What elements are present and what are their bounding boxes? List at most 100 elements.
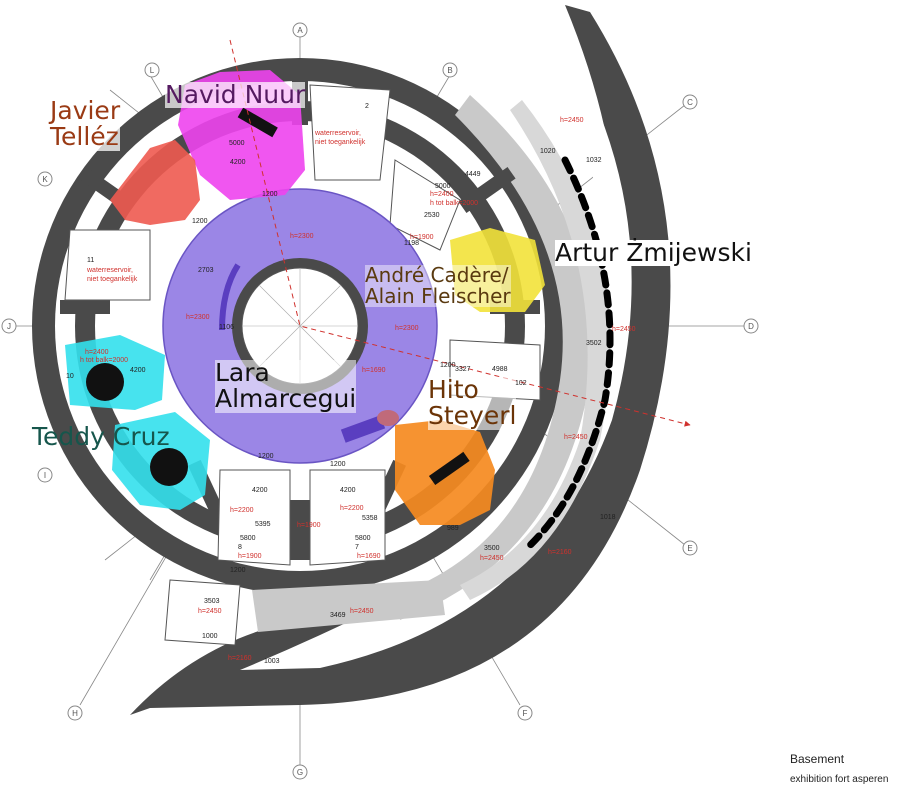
dim-label: 7 (355, 544, 359, 551)
dim-label: 8 (238, 544, 242, 551)
section-line (229, 39, 691, 427)
dim-label: h=2300 (290, 233, 314, 240)
dim-label: 989 (447, 525, 459, 532)
artist-label-lara-almarcegui: Lara Almarcegui (215, 358, 357, 414)
dim-label: 4988 (492, 366, 508, 373)
dim-label: 5395 (255, 521, 271, 528)
axis-label-d: D (748, 322, 754, 331)
axis-label-j: J (7, 322, 11, 331)
dim-label: h=2300 (395, 325, 419, 332)
axis-marker-j: J (1, 318, 17, 334)
artist-label-andre-cadere: André Cadère/ Alain Fleischer (365, 263, 511, 308)
axis-marker-d: D (743, 318, 759, 334)
dim-label: 3502 (586, 340, 602, 347)
axis-marker-g: G (292, 764, 308, 780)
axis-label-h: H (72, 709, 78, 718)
dim-label: 4200 (252, 487, 268, 494)
dim-label: h tot balk=2000 (430, 200, 478, 207)
dim-label: 3500 (484, 545, 500, 552)
zone-andre-cadere (450, 228, 545, 312)
corridors (252, 95, 611, 632)
dim-label: 5358 (362, 515, 378, 522)
zmijewski-dashed-curve (521, 156, 614, 554)
dim-label: 5800 (355, 535, 371, 542)
room-note-line: niet toegankelijk (315, 139, 366, 146)
axis-label-b: B (447, 66, 452, 75)
artist-label-teddy-cruz: Teddy Cruz (32, 422, 170, 451)
dim-label: h=1900 (410, 234, 434, 241)
dim-label: 3327 (455, 366, 471, 373)
artist-label-hito-steyerl: Hito Steyerl (428, 375, 517, 431)
axis-marker-i: I (37, 467, 53, 483)
dim-label: h=2450 (350, 608, 374, 615)
dim-label: h=2400 (85, 349, 109, 356)
axis-label-c: C (687, 98, 693, 107)
dimension-labels: h=2300 h=2300 h=2300 2703 1106 h=2450 10… (66, 117, 636, 665)
artist-label-javier-tellez: Javier Telléz (50, 96, 121, 152)
dim-label: 1200 (440, 362, 456, 369)
axis-marker-f: F (517, 705, 533, 721)
dim-label: 4200 (340, 487, 356, 494)
rooms (64, 84, 541, 646)
dim-label: 3503 (204, 598, 220, 605)
dim-label: h=2300 (186, 314, 210, 321)
axis-marker-k: K (37, 171, 53, 187)
axis-marker-l: L (144, 62, 160, 78)
dim-label: 4200 (130, 367, 146, 374)
zone-teddy-cruz-dot-b (150, 448, 188, 486)
dim-label: 1200 (192, 218, 208, 225)
room-note-line: waterreservoir, (86, 267, 133, 274)
room-note-line: niet toegankelijk (87, 276, 138, 283)
dim-label: h=2450 (612, 326, 636, 333)
dim-label: 1018 (600, 514, 616, 521)
caption-title: Basement (790, 752, 845, 766)
axis-marker-e: E (682, 540, 698, 556)
zone-hito-steyerl-dot (377, 410, 399, 426)
room-number: 2 (365, 103, 369, 110)
dim-label: h=2160 (548, 549, 572, 556)
dim-label: 5800 (240, 535, 256, 542)
dim-label: h=2200 (340, 505, 364, 512)
dim-label: 1020 (540, 148, 556, 155)
dim-label: h=2160 (228, 655, 252, 662)
dim-label: 1032 (586, 157, 602, 164)
dim-label: 102 (515, 380, 527, 387)
dim-label: h=2450 (480, 555, 504, 562)
dim-label: 4200 (230, 159, 246, 166)
room-notes: 2 waterreservoir, niet toegankelijk 11 w… (86, 103, 369, 283)
dim-label: 1198 (404, 240, 419, 247)
axis-label-i: I (44, 471, 46, 480)
dim-label: 1200 (330, 461, 346, 468)
dim-label: h=2400 (430, 191, 454, 198)
dim-label: 1000 (202, 633, 218, 640)
dim-label: h=1690 (357, 553, 381, 560)
dim-label: 1200 (258, 453, 274, 460)
axis-markers: A B C D E F G H I J K L (1, 22, 759, 780)
dim-label: 4449 (465, 171, 481, 178)
zone-navid-nuur-mark (237, 107, 278, 138)
axis-label-a: A (297, 26, 303, 35)
artist-label-navid-nuur: Navid Nuur (165, 80, 306, 109)
dim-label: h=1690 (362, 367, 386, 374)
dim-label: 5000 (435, 183, 451, 190)
axis-marker-a: A (292, 22, 308, 38)
dim-label: 5000 (229, 140, 245, 147)
axis-label-g: G (297, 768, 303, 777)
artist-label-artur-zmijewski: Artur Żmijewski (555, 238, 752, 267)
axis-marker-c: C (682, 94, 698, 110)
caption-subtitle: exhibition fort asperen (790, 774, 889, 785)
axis-marker-b: B (442, 62, 458, 78)
axis-label-l: L (150, 66, 155, 75)
zone-javier-tellez (110, 140, 200, 225)
dim-label: h=1900 (297, 522, 321, 529)
zone-hito-steyerl-mark (428, 451, 470, 485)
dim-label: 3469 (330, 612, 346, 619)
dim-label: 2530 (424, 212, 440, 219)
axis-label-k: K (42, 175, 48, 184)
room-number: 11 (87, 257, 94, 264)
dim-label: 1200 (262, 191, 278, 198)
axis-marker-h: H (67, 705, 83, 721)
dim-label: h=2450 (560, 117, 584, 124)
dim-label: h tot balk=2000 (80, 357, 128, 364)
